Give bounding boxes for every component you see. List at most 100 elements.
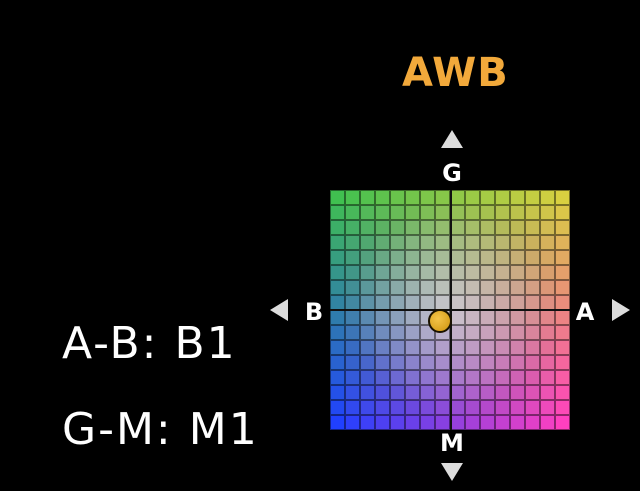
grid-cell[interactable] xyxy=(465,415,480,430)
grid-cell[interactable] xyxy=(435,280,450,295)
grid-cell[interactable] xyxy=(345,325,360,340)
grid-cell[interactable] xyxy=(525,310,540,325)
grid-cell[interactable] xyxy=(540,340,555,355)
grid-cell[interactable] xyxy=(375,400,390,415)
grid-cell[interactable] xyxy=(420,295,435,310)
grid-cell[interactable] xyxy=(510,250,525,265)
grid-cell[interactable] xyxy=(495,250,510,265)
grid-cell[interactable] xyxy=(525,295,540,310)
grid-cell[interactable] xyxy=(375,220,390,235)
grid-cell[interactable] xyxy=(435,250,450,265)
grid-cell[interactable] xyxy=(495,385,510,400)
grid-cell[interactable] xyxy=(405,340,420,355)
grid-cell[interactable] xyxy=(480,385,495,400)
grid-cell[interactable] xyxy=(345,220,360,235)
grid-cell[interactable] xyxy=(555,205,570,220)
grid-cell[interactable] xyxy=(390,235,405,250)
grid-cell[interactable] xyxy=(525,385,540,400)
grid-cell[interactable] xyxy=(330,400,345,415)
grid-cell[interactable] xyxy=(360,310,375,325)
grid-cell[interactable] xyxy=(405,250,420,265)
grid-cell[interactable] xyxy=(330,220,345,235)
grid-cell[interactable] xyxy=(465,190,480,205)
grid-cell[interactable] xyxy=(405,415,420,430)
grid-cell[interactable] xyxy=(540,355,555,370)
triangle-down-icon[interactable] xyxy=(441,463,463,481)
grid-cell[interactable] xyxy=(450,370,465,385)
grid-cell[interactable] xyxy=(540,190,555,205)
grid-cell[interactable] xyxy=(330,265,345,280)
grid-cell[interactable] xyxy=(465,205,480,220)
grid-cell[interactable] xyxy=(360,415,375,430)
grid-cell[interactable] xyxy=(450,340,465,355)
grid-cell[interactable] xyxy=(480,190,495,205)
grid-cell[interactable] xyxy=(330,385,345,400)
grid-cell[interactable] xyxy=(390,220,405,235)
grid-cell[interactable] xyxy=(375,205,390,220)
grid-cell[interactable] xyxy=(510,370,525,385)
grid-cell[interactable] xyxy=(360,280,375,295)
grid-cell[interactable] xyxy=(480,340,495,355)
grid-cell[interactable] xyxy=(375,280,390,295)
grid-cell[interactable] xyxy=(375,295,390,310)
triangle-right-icon[interactable] xyxy=(612,299,630,321)
grid-cell[interactable] xyxy=(345,415,360,430)
grid-cell[interactable] xyxy=(510,280,525,295)
grid-cell[interactable] xyxy=(525,235,540,250)
grid-cell[interactable] xyxy=(495,295,510,310)
grid-cell[interactable] xyxy=(435,340,450,355)
grid-cell[interactable] xyxy=(330,340,345,355)
grid-cell[interactable] xyxy=(330,280,345,295)
grid-cell[interactable] xyxy=(450,310,465,325)
grid-cell[interactable] xyxy=(345,190,360,205)
grid-cell[interactable] xyxy=(420,250,435,265)
grid-cell[interactable] xyxy=(390,355,405,370)
grid-cell[interactable] xyxy=(465,265,480,280)
grid-cell[interactable] xyxy=(525,250,540,265)
grid-cell[interactable] xyxy=(420,370,435,385)
grid-cell[interactable] xyxy=(465,370,480,385)
grid-cell[interactable] xyxy=(465,400,480,415)
triangle-up-icon[interactable] xyxy=(441,130,463,148)
grid-cell[interactable] xyxy=(525,370,540,385)
grid-cell[interactable] xyxy=(480,250,495,265)
grid-cell[interactable] xyxy=(450,325,465,340)
grid-cell[interactable] xyxy=(465,220,480,235)
grid-cell[interactable] xyxy=(540,280,555,295)
grid-cell[interactable] xyxy=(345,280,360,295)
grid-cell[interactable] xyxy=(360,205,375,220)
grid-cell[interactable] xyxy=(390,325,405,340)
grid-cell[interactable] xyxy=(420,205,435,220)
grid-cell[interactable] xyxy=(510,400,525,415)
grid-cell[interactable] xyxy=(405,370,420,385)
grid-cell[interactable] xyxy=(330,370,345,385)
grid-cell[interactable] xyxy=(480,370,495,385)
grid-cell[interactable] xyxy=(555,190,570,205)
grid-cell[interactable] xyxy=(435,355,450,370)
grid-cell[interactable] xyxy=(345,340,360,355)
grid-cell[interactable] xyxy=(435,205,450,220)
grid-cell[interactable] xyxy=(360,325,375,340)
grid-cell[interactable] xyxy=(420,340,435,355)
grid-cell[interactable] xyxy=(510,205,525,220)
grid-cell[interactable] xyxy=(360,400,375,415)
grid-cell[interactable] xyxy=(345,310,360,325)
grid-cell[interactable] xyxy=(360,340,375,355)
grid-cell[interactable] xyxy=(390,385,405,400)
color-shift-grid[interactable] xyxy=(330,190,570,430)
grid-cell[interactable] xyxy=(330,295,345,310)
grid-cell[interactable] xyxy=(525,400,540,415)
grid-cell[interactable] xyxy=(555,415,570,430)
grid-cell[interactable] xyxy=(540,325,555,340)
grid-cell[interactable] xyxy=(330,250,345,265)
grid-cell[interactable] xyxy=(480,310,495,325)
grid-cell[interactable] xyxy=(420,385,435,400)
grid-cell[interactable] xyxy=(390,205,405,220)
grid-cell[interactable] xyxy=(495,265,510,280)
grid-cell[interactable] xyxy=(435,400,450,415)
grid-cell[interactable] xyxy=(555,400,570,415)
grid-cell[interactable] xyxy=(450,400,465,415)
grid-cell[interactable] xyxy=(525,280,540,295)
grid-cell[interactable] xyxy=(540,295,555,310)
grid-cell[interactable] xyxy=(540,220,555,235)
